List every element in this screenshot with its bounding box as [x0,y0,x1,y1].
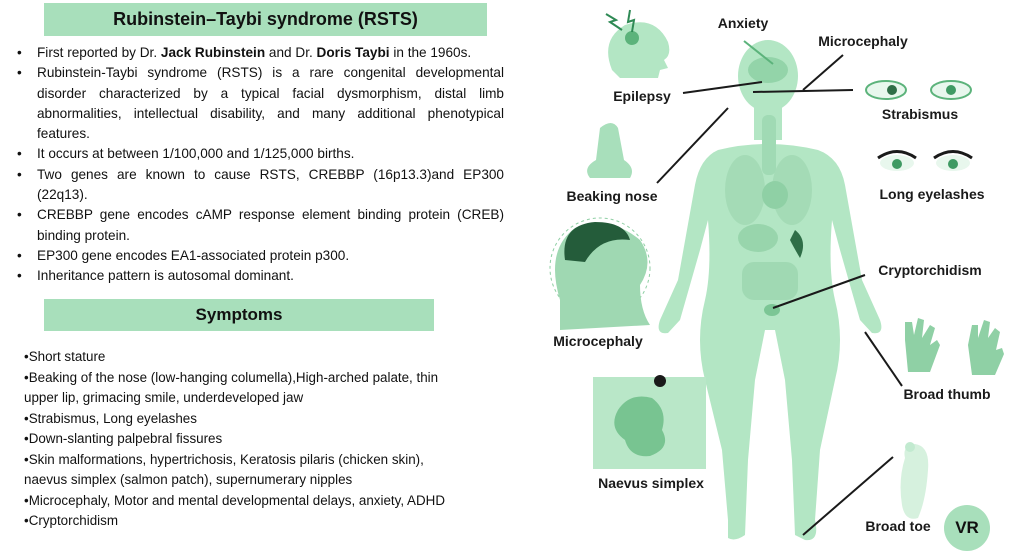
symptoms-list: •Short stature •Beaking of the nose (low… [24,347,544,532]
text: First reported by Dr. [37,45,161,60]
label-long-eyelashes: Long eyelashes [879,186,985,202]
epilepsy-head-icon [605,9,670,78]
info-item: Two genes are known to cause RSTS, CREBB… [14,165,504,206]
symptoms-header: Symptoms [44,299,434,331]
microcephaly-baby-image [549,217,651,330]
label-anxiety: Anxiety [717,15,769,31]
info-list: First reported by Dr. Jack Rubinstein an… [14,43,504,287]
liver [738,224,778,252]
symptom-line: •Microcephaly, Motor and mental developm… [24,492,445,508]
info-item: EP300 gene encodes EA1-associated protei… [14,246,504,267]
symptom-line: •Skin malformations, hypertrichosis, Ker… [24,451,424,467]
text: in the 1960s. [389,45,472,60]
name-rubinstein: Jack Rubinstein [160,45,266,60]
label-microcephaly-brain: Microcephaly [818,33,908,49]
brain-icon [748,57,788,83]
esophagus [762,115,776,175]
broad-toe-foot-icon [900,442,929,519]
info-item: Inheritance pattern is autosomal dominan… [14,266,504,287]
spleen [790,230,804,258]
symptom-line: naevus simplex (salmon patch), supernume… [24,472,353,487]
long-eyelashes-icon [877,150,973,171]
symptom-line: •Cryptorchidism [24,513,118,528]
label-broad-toe: Broad toe [865,518,931,534]
symptom-line: upper lip, grimacing smile, underdevelop… [24,390,304,405]
text: and Dr. [265,45,317,60]
label-epilepsy: Epilepsy [613,88,671,104]
symptom-line: •Strabismus, Long eyelashes [24,410,197,426]
lung-right [772,155,812,225]
symptom-line: •Beaking of the nose (low-hanging colume… [24,369,439,385]
heart [762,181,788,209]
info-item: Rubinstein-Taybi syndrome (RSTS) is a ra… [14,63,504,144]
nose-icon [587,123,632,178]
label-naevus-simplex: Naevus simplex [598,475,704,491]
label-microcephaly-baby: Microcephaly [553,333,643,349]
name-taybi: Doris Taybi [316,45,390,60]
naevus-simplex-image [593,375,706,469]
lung-left [725,155,765,225]
info-item: First reported by Dr. Jack Rubinstein an… [14,43,504,64]
symptom-line: •Short stature [24,349,106,364]
pointer-lines [656,40,903,536]
info-item: CREBBP gene encodes cAMP response elemen… [14,205,504,246]
organs [725,57,812,316]
label-broad-thumb: Broad thumb [903,386,991,402]
symptom-line: •Down-slanting palpebral fissures [24,431,223,446]
info-item: It occurs at between 1/100,000 and 1/125… [14,144,504,165]
broad-thumb-hands-image [905,318,1004,375]
vr-badge: VR [944,505,990,551]
intestines [742,262,798,300]
label-strabismus: Strabismus [881,106,959,122]
label-beaking-nose: Beaking nose [566,188,658,204]
label-cryptorchidism: Cryptorchidism [878,262,982,278]
strabismus-eyes-icon [865,80,972,100]
page-title: Rubinstein–Taybi syndrome (RSTS) [44,3,487,36]
